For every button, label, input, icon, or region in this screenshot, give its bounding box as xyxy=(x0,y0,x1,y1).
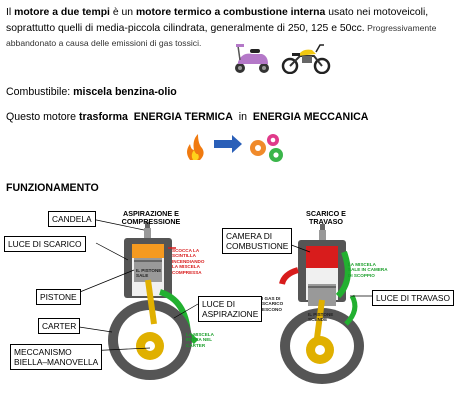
label-luce-di-travaso: LUCE DI TRAVASO xyxy=(372,290,454,306)
label-camera-di-combustione: CAMERA DI COMBUSTIONE xyxy=(222,228,293,254)
left-engine xyxy=(65,216,199,380)
label-candela: CANDELA xyxy=(48,211,96,227)
intro-paragraph: Il motore a due tempi è un motore termic… xyxy=(6,7,437,49)
note-intake: LA MISCELA ENTRA NEL CARTER xyxy=(186,332,214,348)
section-heading: FUNZIONAMENTO xyxy=(6,182,99,194)
note-piston-descends: IL PISTONE SCENDE xyxy=(308,312,334,323)
gears-icon xyxy=(250,134,283,162)
motorbike-image xyxy=(281,44,331,74)
label-carter: CARTER xyxy=(38,318,81,334)
scooter-image xyxy=(235,44,269,73)
right-engine-caption: SCARICO E TRAVASO xyxy=(306,209,346,226)
left-engine-caption: ASPIRAZIONE E COMPRESSIONE xyxy=(121,209,181,226)
engine-diagram xyxy=(65,216,372,384)
note-exhaust: I GAS DI SCARICO ESCONO xyxy=(262,296,284,312)
label-luce-di-aspirazione: LUCE DI ASPIRAZIONE xyxy=(198,296,263,322)
label-luce-di-scarico: LUCE DI SCARICO xyxy=(4,236,86,252)
label-pistone: PISTONE xyxy=(36,289,81,305)
energy-icons xyxy=(187,134,283,162)
note-spark: SCOCCA LA SCINTILLA INCENDIANDO LA MISCE… xyxy=(172,248,205,275)
fuel-line: Combustibile: miscela benzina-olio xyxy=(6,86,177,98)
right-engine xyxy=(277,224,372,384)
energy-transform-line: Questo motore trasforma ENERGIA TERMICA … xyxy=(6,111,369,123)
flame-icon xyxy=(187,134,204,160)
label-meccanismo-biella-manovella: MECCANISMO BIELLA–MANOVELLA xyxy=(10,344,103,370)
arrow-right-icon xyxy=(214,135,242,153)
note-piston-rises: IL PISTONE SALE xyxy=(136,268,162,279)
note-transfer: LA MISCELA SALE IN CAMERA DI SCOPPIO xyxy=(348,262,388,278)
